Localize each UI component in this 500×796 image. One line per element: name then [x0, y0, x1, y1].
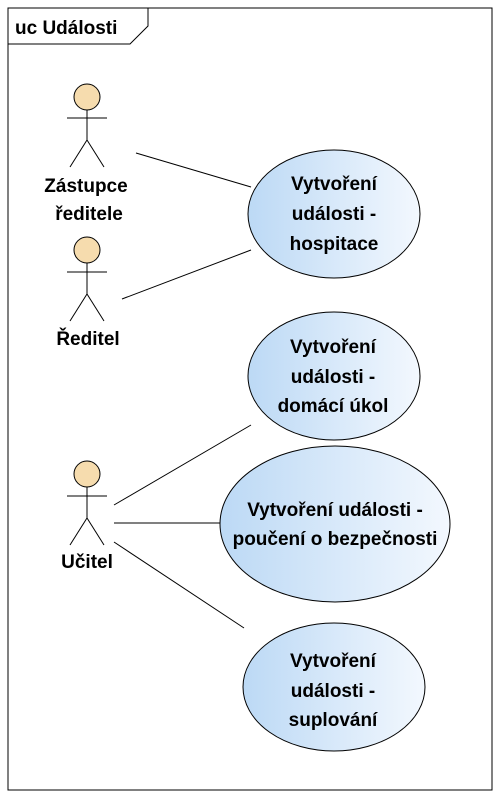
- actor-label: Ředitel: [56, 328, 119, 350]
- usecase-label-line-2: poučení o bezpečnosti: [233, 529, 438, 550]
- frame-title-tab: [7, 7, 149, 45]
- usecase-ellipse: [242, 622, 426, 752]
- usecase-hospitace[interactable]: Vytvoření události - hospitace: [247, 149, 421, 279]
- usecase-ellipse: [219, 445, 451, 603]
- actor-reditel[interactable]: Ředitel: [56, 236, 120, 350]
- usecase-label-line-1: Vytvoření: [290, 651, 377, 672]
- usecase-pouceni[interactable]: Vytvoření události - poučení o bezpečnos…: [219, 445, 451, 603]
- usecase-suplovani[interactable]: Vytvoření události - suplování: [242, 622, 426, 752]
- actor-head-icon: [73, 236, 101, 264]
- association-ucitel-domaci-ukol: [113, 424, 252, 506]
- actor-zastupce-reditele[interactable]: Zástupce ředitele: [44, 83, 128, 225]
- usecase-label-line-1: Vytvoření události -: [247, 500, 423, 521]
- actor-label-line-1: Zástupce: [44, 176, 127, 197]
- usecase-label-line-3: suplování: [289, 710, 378, 731]
- usecase-label-line-3: domácí úkol: [278, 396, 389, 417]
- actor-label: Učitel: [61, 552, 113, 573]
- usecase-label-line-2: události -: [291, 681, 375, 702]
- association-zastupce-hospitace: [135, 152, 252, 188]
- actor-ucitel[interactable]: Učitel: [61, 460, 113, 573]
- usecase-ellipse: [247, 311, 421, 441]
- actor-head-icon: [73, 83, 101, 111]
- usecase-ellipse: [247, 149, 421, 279]
- association-ucitel-suplovani: [113, 541, 245, 629]
- actor-label-line-2: ředitele: [55, 204, 123, 225]
- usecase-label-line-3: hospitace: [290, 234, 379, 255]
- usecase-label-line-1: Vytvoření: [290, 337, 377, 358]
- usecase-label-line-1: Vytvoření: [291, 174, 378, 195]
- usecase-label-line-2: události -: [292, 204, 376, 225]
- frame-title: uc Události: [15, 18, 117, 39]
- actor-head-icon: [73, 460, 101, 488]
- usecase-label-line-2: události -: [291, 367, 375, 388]
- association-reditel-hospitace: [121, 249, 252, 300]
- usecase-domaci-ukol[interactable]: Vytvoření události - domácí úkol: [247, 311, 421, 441]
